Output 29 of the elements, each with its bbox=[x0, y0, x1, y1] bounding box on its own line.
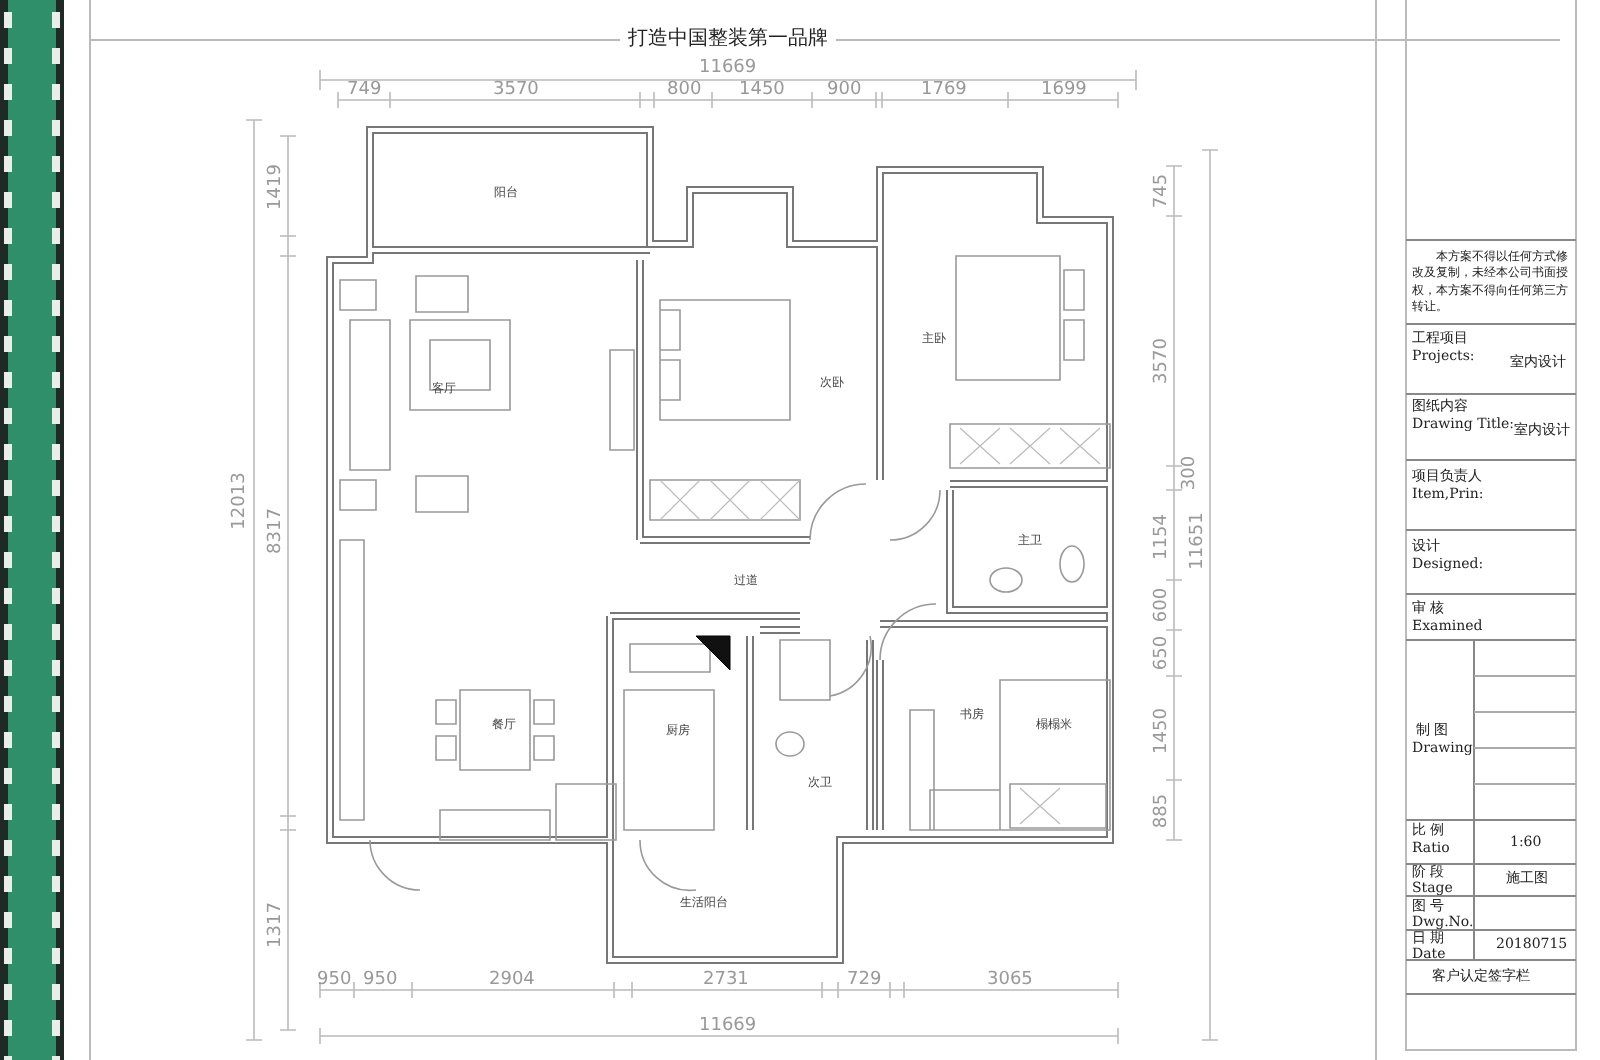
dimension-text: 1317 bbox=[266, 901, 285, 947]
dimension-text: 11669 bbox=[699, 59, 757, 77]
dimension-text: 11651 bbox=[1188, 511, 1207, 569]
dimension-text: 745 bbox=[1153, 172, 1172, 208]
dimension-text: 729 bbox=[847, 971, 882, 989]
dimension-text: 1450 bbox=[1152, 707, 1171, 753]
dimension-text: 1419 bbox=[266, 163, 285, 209]
dimension-text: 3570 bbox=[1152, 337, 1171, 383]
dimension-text: 3570 bbox=[493, 81, 539, 99]
page-heading: 打造中国整装第一品牌 bbox=[620, 30, 836, 50]
dimension-text: 2904 bbox=[489, 971, 535, 989]
dimension-text: 800 bbox=[667, 81, 702, 99]
dimension-text: 1769 bbox=[921, 81, 967, 99]
dimension-text: 950 bbox=[363, 971, 398, 989]
dimension-text: 3065 bbox=[987, 971, 1033, 989]
dimension-text: 2731 bbox=[703, 971, 749, 989]
dimension-text: 749 bbox=[347, 81, 382, 99]
dimension-text: 900 bbox=[827, 81, 862, 99]
dimension-text: 300 bbox=[1181, 454, 1200, 490]
dimension-text: 1699 bbox=[1041, 81, 1087, 99]
dimension-text: 1154 bbox=[1152, 513, 1171, 559]
dimension-text: 8317 bbox=[266, 507, 285, 553]
dimension-text: 950 bbox=[317, 971, 352, 989]
dimension-text: 11669 bbox=[699, 1017, 757, 1035]
dimension-text: 600 bbox=[1153, 586, 1172, 622]
dimension-text: 650 bbox=[1153, 634, 1172, 670]
dimension-text: 885 bbox=[1153, 792, 1172, 828]
dimension-text: 1450 bbox=[739, 81, 785, 99]
dimension-text: 12013 bbox=[230, 471, 249, 529]
